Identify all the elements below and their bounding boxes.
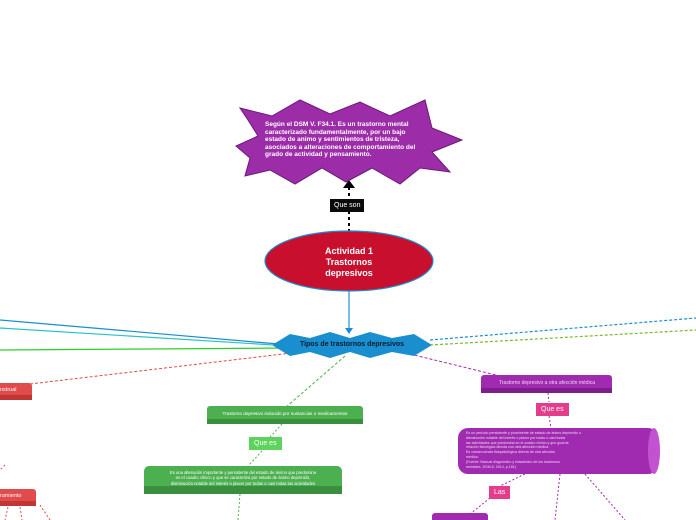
line-medical-quees xyxy=(547,392,550,403)
substance-desc-shade xyxy=(144,486,342,494)
substance-node-text: Trastorno depresivo inducido por sustanc… xyxy=(222,411,348,416)
types-node[interactable] xyxy=(272,332,432,358)
medical-que-es-text: Que es xyxy=(541,406,564,413)
substance-que-es-text: Que es xyxy=(254,440,277,447)
medical-desc-line-7: (Fuente: Manual diagnóstico y estadístic… xyxy=(466,459,560,464)
types-node-text: Tipos de trastornos depresivos xyxy=(299,341,405,348)
definition-text: Según el DSM V. F34.1. Es un trastorno m… xyxy=(265,121,435,159)
medical-desc-node[interactable] xyxy=(458,428,658,474)
line-desc-down-3 xyxy=(584,473,626,520)
line-left-green xyxy=(0,347,291,351)
connector-que-son-text: Que son xyxy=(334,202,361,209)
definition-line-1: Según el DSM V. F34.1. Es un trastorno m… xyxy=(265,121,409,128)
medical-child-node[interactable] xyxy=(432,513,488,520)
substance-desc-line-2: en el cuadro clínico y que se caracteriz… xyxy=(175,475,311,481)
definition-starburst[interactable] xyxy=(235,99,464,185)
arrow-down-icon xyxy=(345,328,353,334)
left-node-bottom-text: ramiento xyxy=(0,493,22,499)
left-node-top-text: nstrual xyxy=(0,387,17,393)
line-left-small-3 xyxy=(19,506,23,520)
left-node-top-shade xyxy=(0,395,32,400)
definition-line-3: estado de animo y sentimientos de triste… xyxy=(265,136,400,144)
line-left-red xyxy=(29,351,301,385)
line-left-small-1 xyxy=(0,464,6,471)
medical-node-text: Trastorno depresivo a otra afección médi… xyxy=(499,380,595,386)
medical-desc-line-5: Es consecuencia fisiopatológica directa … xyxy=(466,450,556,455)
medical-node-shade xyxy=(481,388,612,393)
medical-desc-line-6: médica. xyxy=(466,454,479,459)
medical-desc-line-4: relación fisiológica directa con otra af… xyxy=(466,445,550,450)
line-quees-desc2 xyxy=(548,415,552,429)
medical-las[interactable]: Las xyxy=(489,486,511,499)
medical-desc-text: Es un período persistente y prominente d… xyxy=(466,431,646,469)
medical-desc-line-3: las actividades que predomina en el cuad… xyxy=(466,440,569,445)
substance-desc-text: Es una alteración importante y persisten… xyxy=(150,470,336,486)
line-left-small-2 xyxy=(39,504,51,520)
medical-desc-cap xyxy=(648,428,660,474)
line-left-cyan xyxy=(0,327,291,347)
line-right-olive xyxy=(429,329,696,346)
medical-desc-line-8: mentales, DSM-5, 2014, p.181) xyxy=(466,464,516,469)
line-desc-las xyxy=(499,473,526,487)
line-to-substance xyxy=(284,355,346,409)
left-node-bottom-shade xyxy=(0,501,36,506)
line-to-medical xyxy=(409,353,501,377)
line-desc-down xyxy=(237,493,241,520)
substance-node-shade xyxy=(207,419,363,424)
connector-lines xyxy=(0,180,696,520)
medical-desc-line-2: disminución notable del interés o placer… xyxy=(466,435,566,440)
connector-que-son[interactable]: Que son xyxy=(330,199,365,212)
line-desc-down-2 xyxy=(554,473,561,520)
substance-que-es[interactable]: Que es xyxy=(249,437,282,450)
definition-line-5: grado de actividad y pensamiento. xyxy=(265,151,372,159)
substance-desc-line-1: Es una alteración importante y persisten… xyxy=(169,470,317,475)
root-title-line-3: depresivos xyxy=(325,268,373,278)
arrow-up-icon xyxy=(343,180,355,188)
root-title: Actividad 1 Trastornos depresivos xyxy=(300,246,398,279)
root-node[interactable] xyxy=(264,230,434,292)
substance-desc-line-3: disminución notable del interés o placer… xyxy=(170,480,316,486)
definition-line-4: asociados a alteraciones de comportamien… xyxy=(265,143,416,151)
line-quees-desc xyxy=(247,450,263,467)
medical-desc-line-1: Es un período persistente y prominente d… xyxy=(466,431,582,435)
medical-las-text: Las xyxy=(494,489,506,496)
root-title-line-1: Actividad 1 xyxy=(324,246,373,256)
definition-line-2: caracterizado fundamentalmente, por un b… xyxy=(265,128,406,136)
line-left-blue xyxy=(0,319,291,346)
root-title-line-2: Trastornos xyxy=(325,257,373,267)
line-substance-quees xyxy=(269,423,283,438)
medical-que-es[interactable]: Que es xyxy=(536,403,569,416)
line-las-down xyxy=(469,497,491,515)
line-right-blue xyxy=(429,317,696,341)
line-left-small-4 xyxy=(4,506,9,520)
